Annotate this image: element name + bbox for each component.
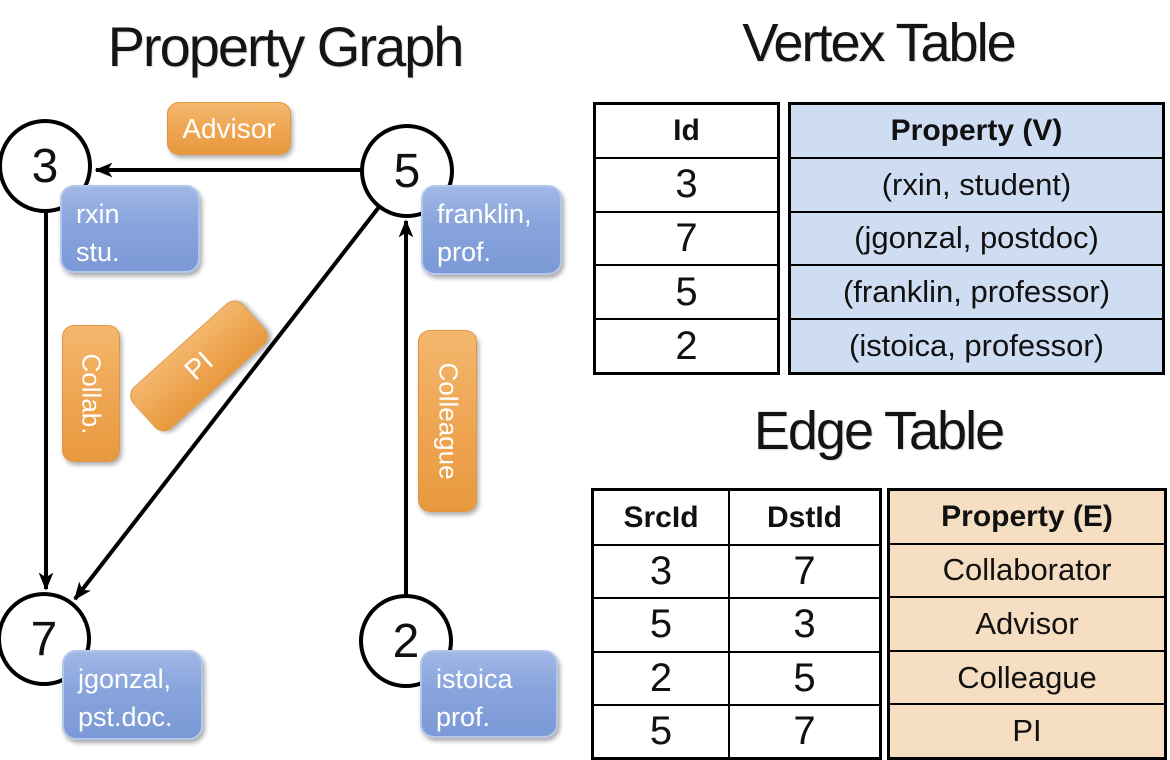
vertex-property-label-2-line2: prof. — [436, 702, 491, 733]
vertex-property-label-2: istoica prof. — [420, 650, 558, 738]
vertex-table-id-cell: 3 — [596, 156, 777, 211]
edge-table-property-cell: Colleague — [890, 649, 1164, 704]
vertex-id-7: 7 — [30, 612, 58, 666]
vertex-table-id-cell: 7 — [596, 210, 777, 265]
edge-table-dstid-header: DstId — [728, 491, 879, 545]
edge-label-collab-text: Collab. — [76, 353, 107, 434]
vertex-property-label-3: rxin stu. — [60, 185, 200, 273]
edge-table-title: Edge Table — [753, 401, 1005, 461]
vertex-table-id-header: Id — [673, 113, 700, 147]
edge-table-dstid-cell: 5 — [728, 650, 879, 704]
vertex-table-title: Vertex Table — [742, 13, 1016, 73]
vertex-table-property-header: Property (V) — [890, 113, 1063, 147]
edge-label-advisor: Advisor — [167, 102, 291, 155]
vertex-table-property-cell: (jgonzal, postdoc) — [791, 210, 1162, 265]
edge-table-srcid-cell: 5 — [594, 597, 728, 650]
edge-label-colleague-text: Colleague — [433, 362, 463, 480]
vertex-property-label-2-line1: istoica — [436, 664, 513, 694]
edge-label-colleague: Colleague — [418, 330, 477, 512]
property-graph-title: Property Graph — [107, 15, 465, 78]
edge-table-id-columns: SrcId DstId 3 7 5 3 2 5 5 7 — [591, 488, 882, 760]
vertex-table-id-cell: 2 — [596, 318, 777, 372]
edge-table-property-column: Property (E) Collaborator Advisor Collea… — [887, 488, 1167, 760]
vertex-property-label-5: franklin, prof. — [421, 185, 562, 275]
vertex-table-id-cell: 5 — [596, 264, 777, 318]
vertex-table-property-column: Property (V) (rxin, student) (jgonzal, p… — [788, 102, 1165, 375]
vertex-table-property-cell: (franklin, professor) — [791, 264, 1162, 318]
vertex-table-property-cell: (istoica, professor) — [791, 318, 1162, 372]
vertex-property-label-5-line2: prof. — [437, 237, 492, 268]
edge-table-property-header: Property (E) — [941, 499, 1113, 533]
vertex-id-2: 2 — [392, 614, 420, 668]
edge-label-collab: Collab. — [62, 325, 120, 462]
vertex-property-label-3-line2: stu. — [76, 237, 120, 268]
edge-table-srcid-cell: 3 — [594, 544, 728, 597]
edge-table-dstid-cell: 3 — [728, 597, 879, 651]
edge-table-property-cell: PI — [890, 703, 1164, 757]
vertex-id-5: 5 — [393, 144, 421, 198]
edge-table-property-cell: Advisor — [890, 596, 1164, 650]
vertex-property-label-3-line1: rxin — [76, 199, 120, 229]
vertex-property-label-7-line2: pst.doc. — [78, 702, 173, 733]
edge-table-dstid-cell: 7 — [728, 703, 879, 757]
vertex-property-label-7: jgonzal, pst.doc. — [62, 650, 203, 740]
vertex-property-label-7-line1: jgonzal, — [78, 664, 172, 694]
vertex-table-id-column: Id 3 7 5 2 — [593, 102, 780, 375]
edge-5-to-7-pi — [73, 205, 381, 601]
edge-table-property-cell: Collaborator — [890, 542, 1164, 597]
vertex-property-label-5-line1: franklin, — [437, 199, 532, 229]
edge-table-srcid-cell: 5 — [594, 703, 728, 757]
vertex-table-property-cell: (rxin, student) — [791, 156, 1162, 211]
edge-table-dstid-cell: 7 — [728, 544, 879, 598]
edge-table-srcid-header: SrcId — [623, 500, 699, 534]
edge-table-srcid-cell: 2 — [594, 650, 728, 704]
vertex-id-3: 3 — [31, 139, 59, 193]
